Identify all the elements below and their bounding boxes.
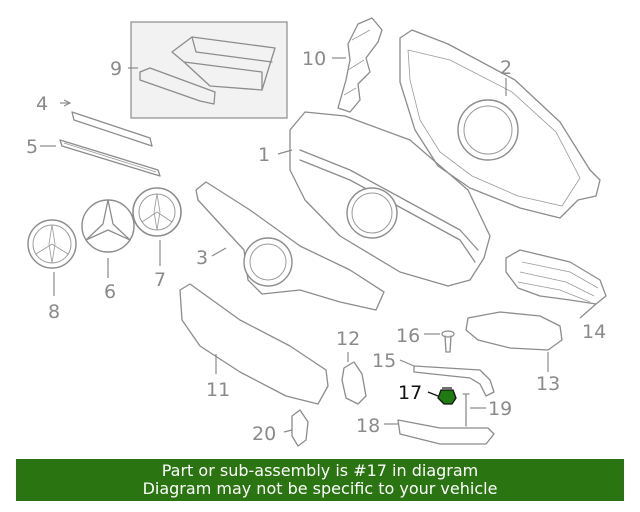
banner-line-2: Diagram may not be specific to your vehi… xyxy=(142,479,498,498)
part-18-trim xyxy=(397,419,495,445)
part-5-strip xyxy=(59,139,161,177)
callout-8: 8 xyxy=(48,301,60,323)
parts-diagram: 1 2 3 4 5 6 7 8 9 10 11 12 13 14 15 16 1… xyxy=(26,17,607,447)
part-7-emblem xyxy=(132,187,182,237)
part-16-screw xyxy=(441,330,455,353)
part-20-clip xyxy=(291,409,309,447)
part-6-star xyxy=(81,199,135,253)
callout-5: 5 xyxy=(26,136,38,158)
part-9-kit xyxy=(130,21,288,119)
callout-20: 20 xyxy=(252,423,276,445)
part-19-pin xyxy=(462,393,470,427)
part-15-trim xyxy=(413,365,495,397)
info-banner: Part or sub-assembly is #17 in diagram D… xyxy=(16,459,624,501)
part-8-emblem xyxy=(27,219,77,269)
callout-13: 13 xyxy=(536,373,560,395)
callout-11: 11 xyxy=(206,379,230,401)
callout-10: 10 xyxy=(302,48,326,70)
callout-16: 16 xyxy=(396,325,420,347)
part-17-clip xyxy=(437,387,457,405)
callout-15: 15 xyxy=(372,350,396,372)
callout-17: 17 xyxy=(398,382,422,404)
part-3-carrier xyxy=(195,181,385,311)
callout-18: 18 xyxy=(356,415,380,437)
part-12-insert xyxy=(341,361,367,405)
callout-12: 12 xyxy=(336,328,360,350)
part-11-lower-grille xyxy=(179,283,329,405)
part-10-bracket xyxy=(337,17,383,113)
callout-19: 19 xyxy=(488,398,512,420)
callout-2: 2 xyxy=(500,57,512,79)
callout-9: 9 xyxy=(110,58,122,80)
callout-14: 14 xyxy=(582,321,606,343)
banner-line-1: Part or sub-assembly is #17 in diagram xyxy=(161,461,479,480)
part-13-mesh xyxy=(465,311,563,351)
callout-3: 3 xyxy=(196,247,208,269)
part-14-housing xyxy=(505,249,607,305)
part-2-grille-frame xyxy=(399,29,601,219)
callout-6: 6 xyxy=(104,281,116,303)
leader-lines xyxy=(40,57,597,433)
callout-7: 7 xyxy=(154,269,166,291)
part-4-strip xyxy=(71,111,153,147)
callout-1: 1 xyxy=(258,144,270,166)
callout-4: 4 xyxy=(36,93,48,115)
part-1-main-grille xyxy=(289,111,491,287)
